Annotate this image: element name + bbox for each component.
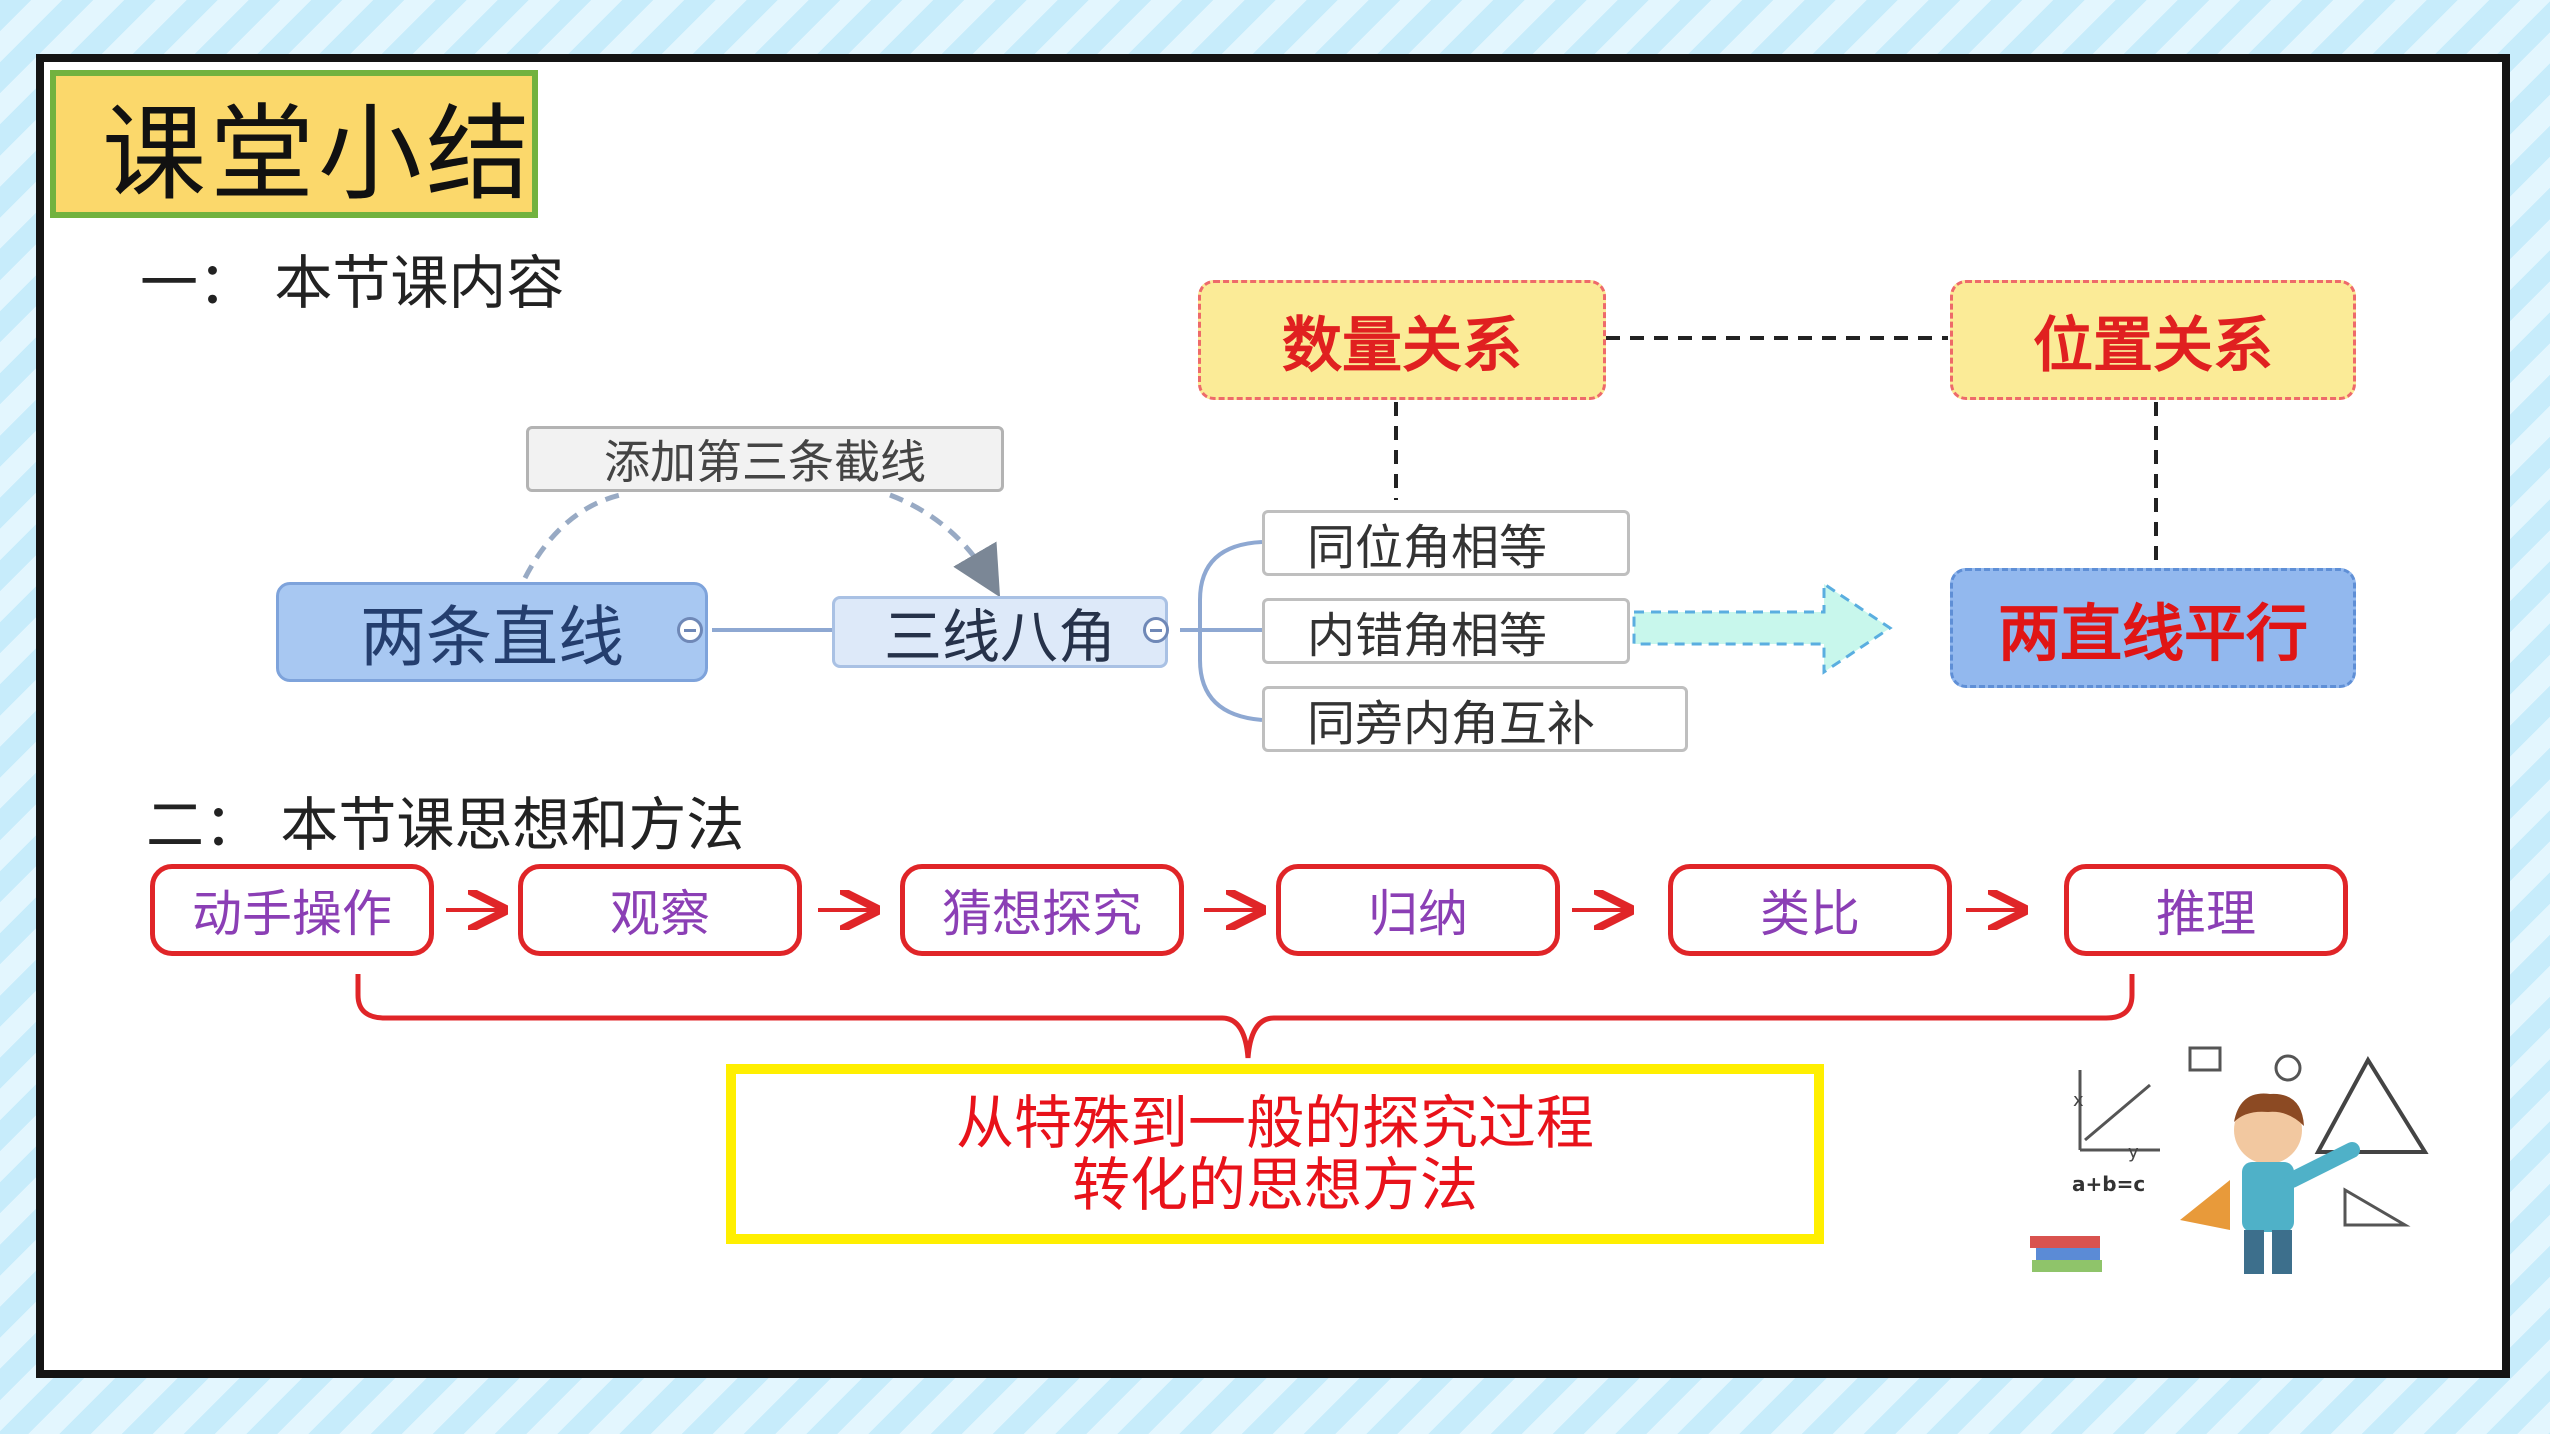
method-analogy[interactable]: 类比: [1668, 864, 1952, 956]
add-transversal-label: 添加第三条截线: [526, 426, 1004, 492]
summary-line-1: 从特殊到一般的探究过程: [955, 1089, 1594, 1157]
section-2-heading: 二： 本节课思想和方法: [146, 791, 745, 859]
summary-box: 从特殊到一般的探究过程 转化的思想方法: [726, 1064, 1824, 1244]
collapse-icon[interactable]: [677, 617, 703, 643]
summary-line-2: 转化的思想方法: [1071, 1151, 1478, 1219]
node-lines-parallel[interactable]: 两直线平行: [1950, 568, 2356, 688]
leaves-brace: [1180, 540, 1263, 722]
leaf-corresponding-angles[interactable]: 同位角相等: [1262, 510, 1630, 576]
math-illustration: [2030, 1046, 2429, 1274]
leaf-interior-angles[interactable]: 同旁内角互补: [1262, 686, 1688, 752]
node-quantity-relation[interactable]: 数量关系: [1198, 280, 1606, 400]
method-reasoning[interactable]: 推理: [2064, 864, 2348, 956]
illustration-formula: a+b=c: [2072, 1172, 2146, 1196]
method-conjecture[interactable]: 猜想探究: [900, 864, 1184, 956]
node-position-relation[interactable]: 位置关系: [1950, 280, 2356, 400]
big-right-arrow: [1632, 581, 1893, 675]
node-two-lines[interactable]: 两条直线: [276, 582, 708, 682]
add-line-arc-left: [522, 492, 621, 580]
node-three-lines-eight-angles[interactable]: 三线八角: [832, 596, 1168, 671]
method-observe[interactable]: 观察: [518, 864, 802, 956]
methods-brace: [355, 974, 2135, 1059]
method-hands-on[interactable]: 动手操作: [150, 864, 434, 956]
illustration-axis-x: x: [2073, 1090, 2084, 1111]
add-line-arc-right: [889, 492, 1001, 598]
section-1-heading: 一： 本节课内容: [140, 249, 565, 317]
illustration-axis-y: y: [2128, 1142, 2139, 1163]
slide-title: 课堂小结: [50, 70, 538, 218]
leaf-alternate-angles[interactable]: 内错角相等: [1262, 598, 1630, 664]
collapse-icon[interactable]: [1143, 617, 1169, 643]
method-induction[interactable]: 归纳: [1276, 864, 1560, 956]
